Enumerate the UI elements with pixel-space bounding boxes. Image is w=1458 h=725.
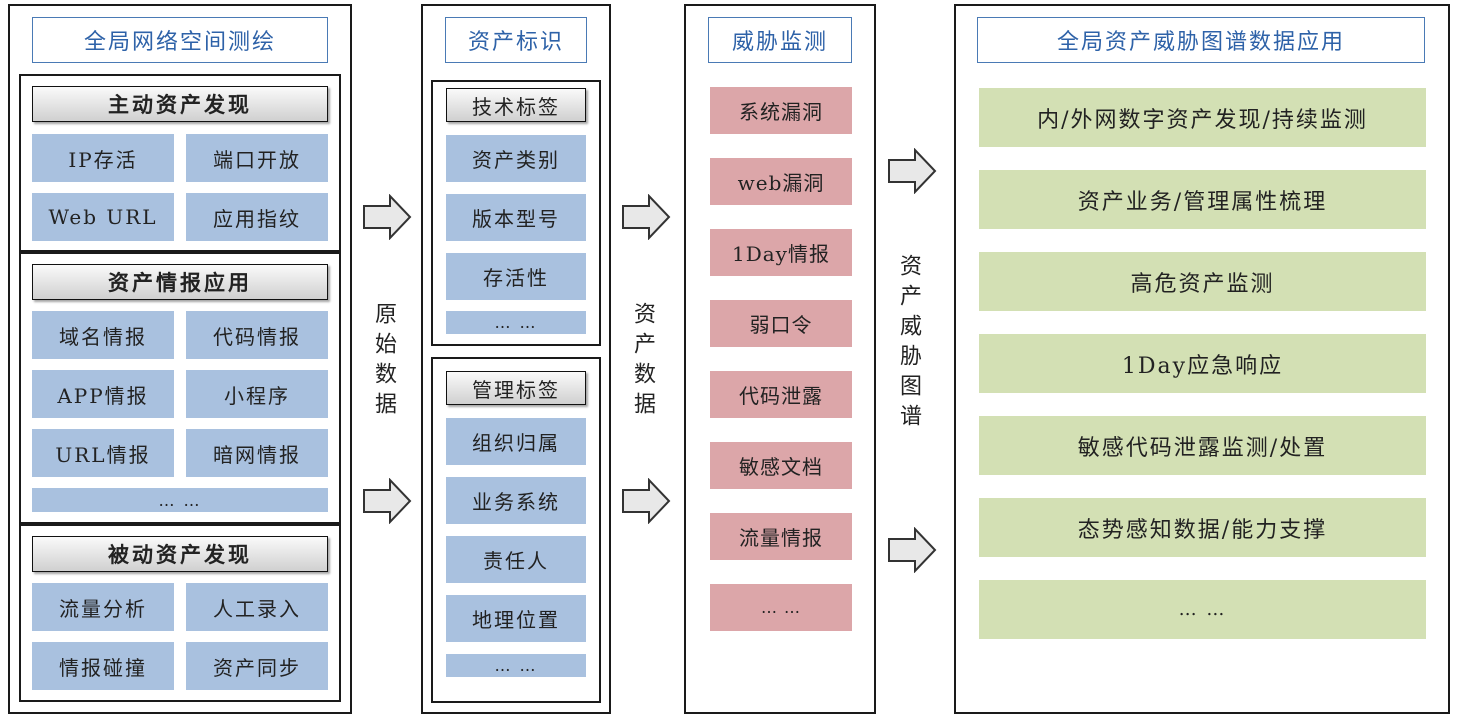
mgmt-item-owner: 责任人 — [446, 536, 586, 583]
right-arrow-icon — [362, 194, 412, 240]
active-item-port-open: 端口开放 — [186, 134, 328, 182]
threat-item-sensitive-docs: 敏感文档 — [710, 442, 852, 489]
app-item-asset-discovery: 内/外网数字资产发现/持续监测 — [979, 88, 1426, 147]
right-arrow-icon — [887, 148, 937, 194]
intel-item-domain: 域名情报 — [32, 311, 174, 359]
passive-item-traffic: 流量分析 — [32, 583, 174, 631]
active-item-web-url: Web URL — [32, 193, 174, 241]
passive-item-manual: 人工录入 — [186, 583, 328, 631]
right-arrow-icon — [362, 478, 412, 524]
threat-item-traffic-intel: 流量情报 — [710, 513, 852, 560]
mgmt-tag-group — [431, 357, 601, 703]
network-mapping-title: 全局网络空间测绘 — [32, 17, 328, 63]
threat-item-code-leak: 代码泄露 — [710, 371, 852, 418]
intel-item-app: APP情报 — [32, 370, 174, 418]
asset-data-label: 资产数据 — [630, 302, 655, 422]
intel-item-mini-program: 小程序 — [186, 370, 328, 418]
asset-threat-graph-label: 资产威胁图谱 — [896, 254, 921, 434]
threat-item-1day-intel: 1Day情报 — [710, 229, 852, 276]
right-arrow-icon — [621, 478, 671, 524]
intel-item-ellipsis: … … — [32, 488, 328, 512]
mgmt-item-org: 组织归属 — [446, 418, 586, 465]
app-item-high-risk-monitoring: 高危资产监测 — [979, 252, 1426, 311]
passive-discovery-header: 被动资产发现 — [32, 536, 328, 572]
tech-item-ellipsis: … … — [446, 311, 586, 334]
app-item-ellipsis: … … — [979, 580, 1426, 639]
mgmt-item-ellipsis: … … — [446, 654, 586, 677]
threat-graph-application-title: 全局资产威胁图谱数据应用 — [977, 17, 1425, 63]
threat-item-ellipsis: … … — [710, 584, 852, 631]
app-item-code-leak-monitoring: 敏感代码泄露监测/处置 — [979, 416, 1426, 475]
right-arrow-icon — [621, 194, 671, 240]
intel-item-code: 代码情报 — [186, 311, 328, 359]
threat-item-system-vuln: 系统漏洞 — [710, 87, 852, 134]
right-arrow-icon — [887, 527, 937, 573]
intel-application-header: 资产情报应用 — [32, 264, 328, 300]
raw-data-label: 原始数据 — [371, 302, 396, 422]
active-discovery-header: 主动资产发现 — [32, 86, 328, 122]
threat-item-weak-password: 弱口令 — [710, 300, 852, 347]
mgmt-item-location: 地理位置 — [446, 595, 586, 642]
threat-monitoring-title: 威胁监测 — [708, 17, 852, 63]
tech-item-asset-category: 资产类别 — [446, 135, 586, 182]
mgmt-tag-header: 管理标签 — [446, 371, 586, 405]
app-item-attribute-sorting: 资产业务/管理属性梳理 — [979, 170, 1426, 229]
threat-item-web-vuln: web漏洞 — [710, 158, 852, 205]
mgmt-item-business-system: 业务系统 — [446, 477, 586, 524]
intel-item-url: URL情报 — [32, 429, 174, 477]
app-item-situational-awareness: 态势感知数据/能力支撑 — [979, 498, 1426, 557]
tech-item-liveness: 存活性 — [446, 253, 586, 300]
active-item-app-fingerprint: 应用指纹 — [186, 193, 328, 241]
passive-item-intel-collision: 情报碰撞 — [32, 642, 174, 690]
asset-identification-title: 资产标识 — [445, 17, 587, 63]
app-item-1day-response: 1Day应急响应 — [979, 334, 1426, 393]
passive-item-asset-sync: 资产同步 — [186, 642, 328, 690]
tech-tag-header: 技术标签 — [446, 88, 586, 122]
tech-item-version-model: 版本型号 — [446, 194, 586, 241]
active-item-ip-alive: IP存活 — [32, 134, 174, 182]
intel-item-darkweb: 暗网情报 — [186, 429, 328, 477]
